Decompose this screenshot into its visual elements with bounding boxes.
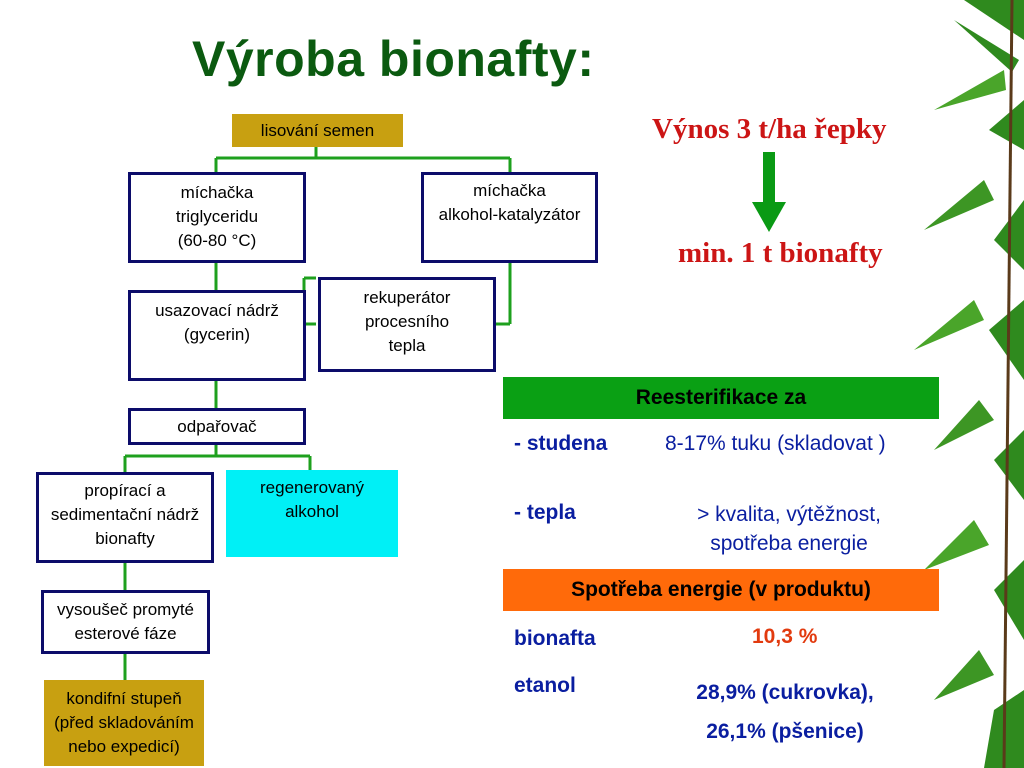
box-usazovaci-nadrz: usazovací nádrž (gycerin) [128,290,306,381]
box-odparovac: odpařovač [128,408,306,445]
box-regenerovany-alkohol: regenerovaný alkohol [226,470,398,557]
yield-top-text: Výnos 3 t/ha řepky [652,113,887,145]
reester-value-tepla: > kvalita, výtěžnost, spotřeba energie [697,503,881,555]
energy-value-etanol: 28,9% (cukrovka), 26,1% (pšenice) [696,681,874,743]
box-vysousec: vysoušeč promyté esterové fáze [41,590,210,654]
reester-header-band: Reesterifikace za [503,377,939,419]
page-title: Výroba bionafty: [192,31,595,87]
energy-value-bionafta: 10,3 % [752,625,818,648]
energy-label-etanol: etanol [514,674,576,697]
reester-label-tepla: - tepla [514,501,576,524]
yield-bottom-text: min. 1 t bionafty [678,237,883,269]
box-propiraci-nadrz: propírací a sedimentační nádrž bionafty [36,472,214,563]
bamboo-leaves-decoration [914,0,1024,768]
box-lisovani-semen: lisování semen [232,114,403,147]
energy-header-band: Spotřeba energie (v produktu) [503,569,939,611]
reester-label-studena: - studena [514,432,608,455]
box-michacka-alkohol-katalyzator: míchačka alkohol-katalyzátor [421,172,598,263]
arrow-down-icon [752,152,786,232]
reester-value-studena: 8-17% tuku (skladovat ) [665,432,886,455]
energy-label-bionafta: bionafta [514,627,596,650]
box-kondifni-stupen: kondifní stupeň (před skladováním nebo e… [44,680,204,766]
box-michacka-triglyceridu: míchačka triglyceridu (60-80 °C) [128,172,306,263]
box-rekuperator: rekuperátor procesního tepla [318,277,496,372]
